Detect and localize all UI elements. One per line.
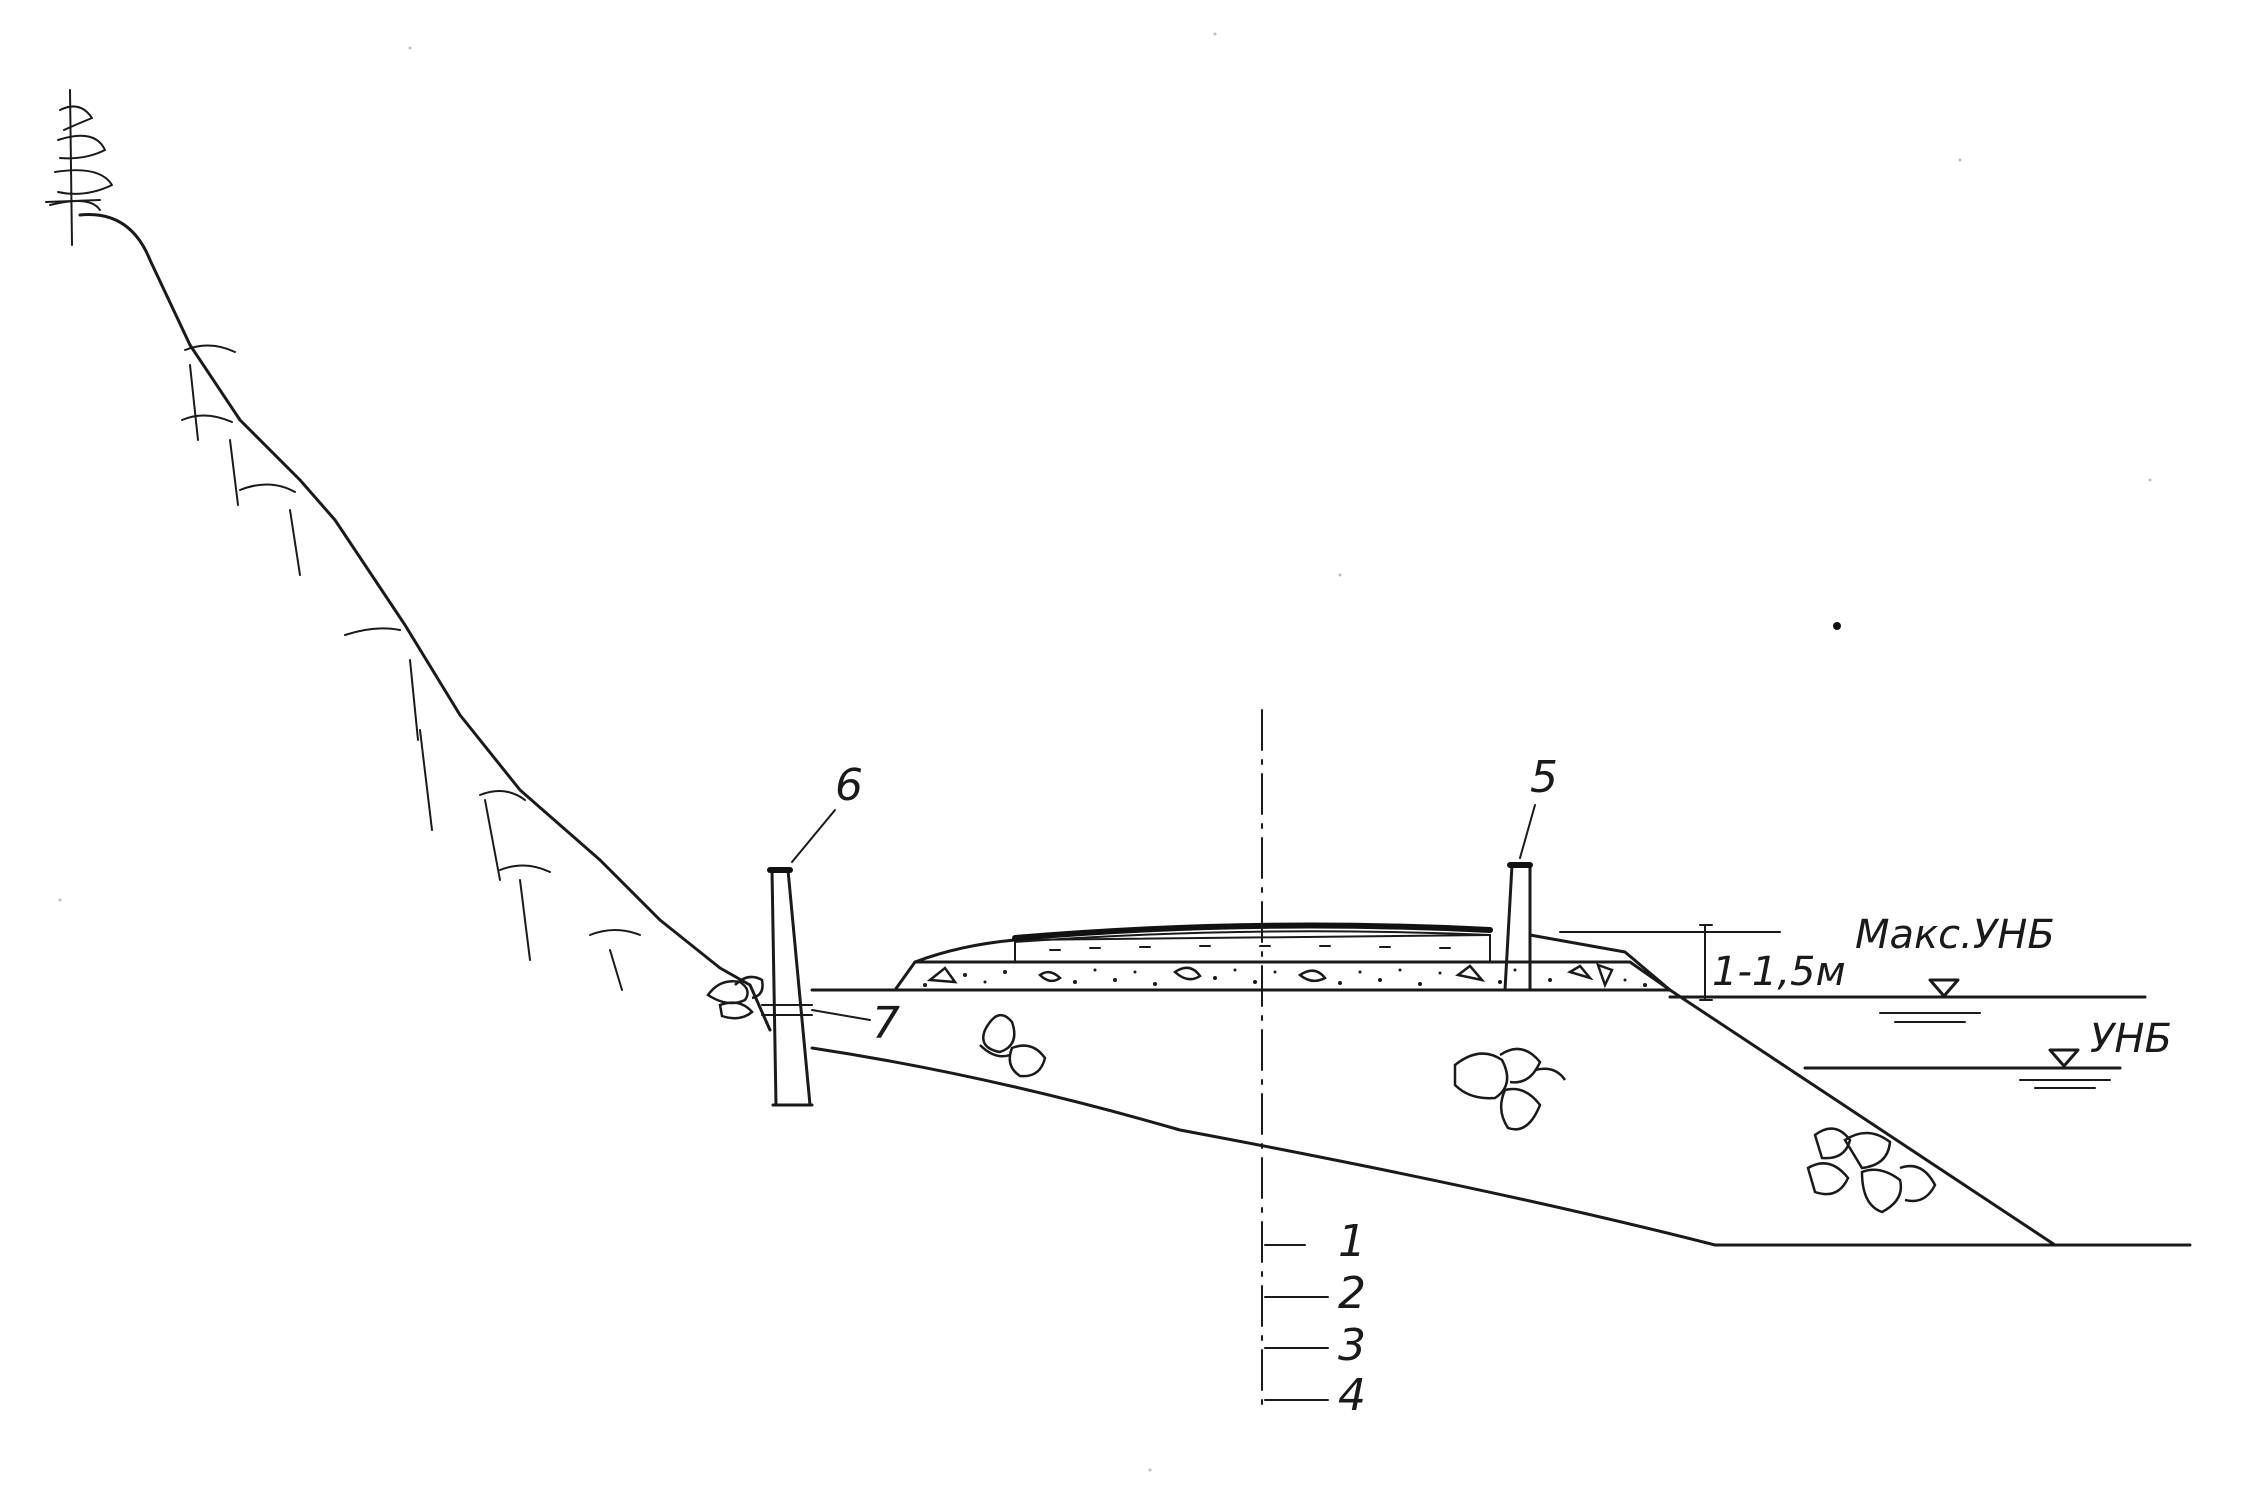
max-water-level-marker-icon <box>1928 978 1960 998</box>
toe-stones <box>706 975 764 1020</box>
callout-1: 1 <box>1338 1216 1366 1267</box>
hillside-slope <box>78 213 772 1032</box>
layer-leaders <box>1264 1244 1329 1401</box>
tree-icon <box>45 89 113 246</box>
water-levels <box>1668 978 2147 1089</box>
max-water-level-label: Макс.УНБ <box>1855 912 2055 958</box>
pile-6 <box>761 867 814 1107</box>
water-level-marker-icon <box>2048 1048 2080 1068</box>
callout-6-leader <box>791 809 836 863</box>
gravel-texture <box>923 945 1647 989</box>
dimension-label: 1-1,5м <box>1712 949 1846 995</box>
callout-7-leader <box>811 1009 871 1021</box>
callout-6: 6 <box>835 760 863 811</box>
callout-3: 3 <box>1338 1320 1366 1371</box>
callout-5-leader <box>1519 804 1536 859</box>
fill-stones <box>979 1013 1937 1214</box>
scan-dust <box>58 32 2152 1472</box>
water-level-label: УНБ <box>2090 1016 2172 1062</box>
callout-7: 7 <box>872 998 900 1049</box>
road-layers <box>893 922 1781 992</box>
embankment-body <box>810 988 2192 1247</box>
height-dimension <box>1699 924 1713 1001</box>
callout-4: 4 <box>1338 1370 1366 1421</box>
callout-2: 2 <box>1338 1268 1366 1319</box>
pile-5 <box>1503 862 1533 992</box>
callout-5: 5 <box>1530 752 1558 803</box>
